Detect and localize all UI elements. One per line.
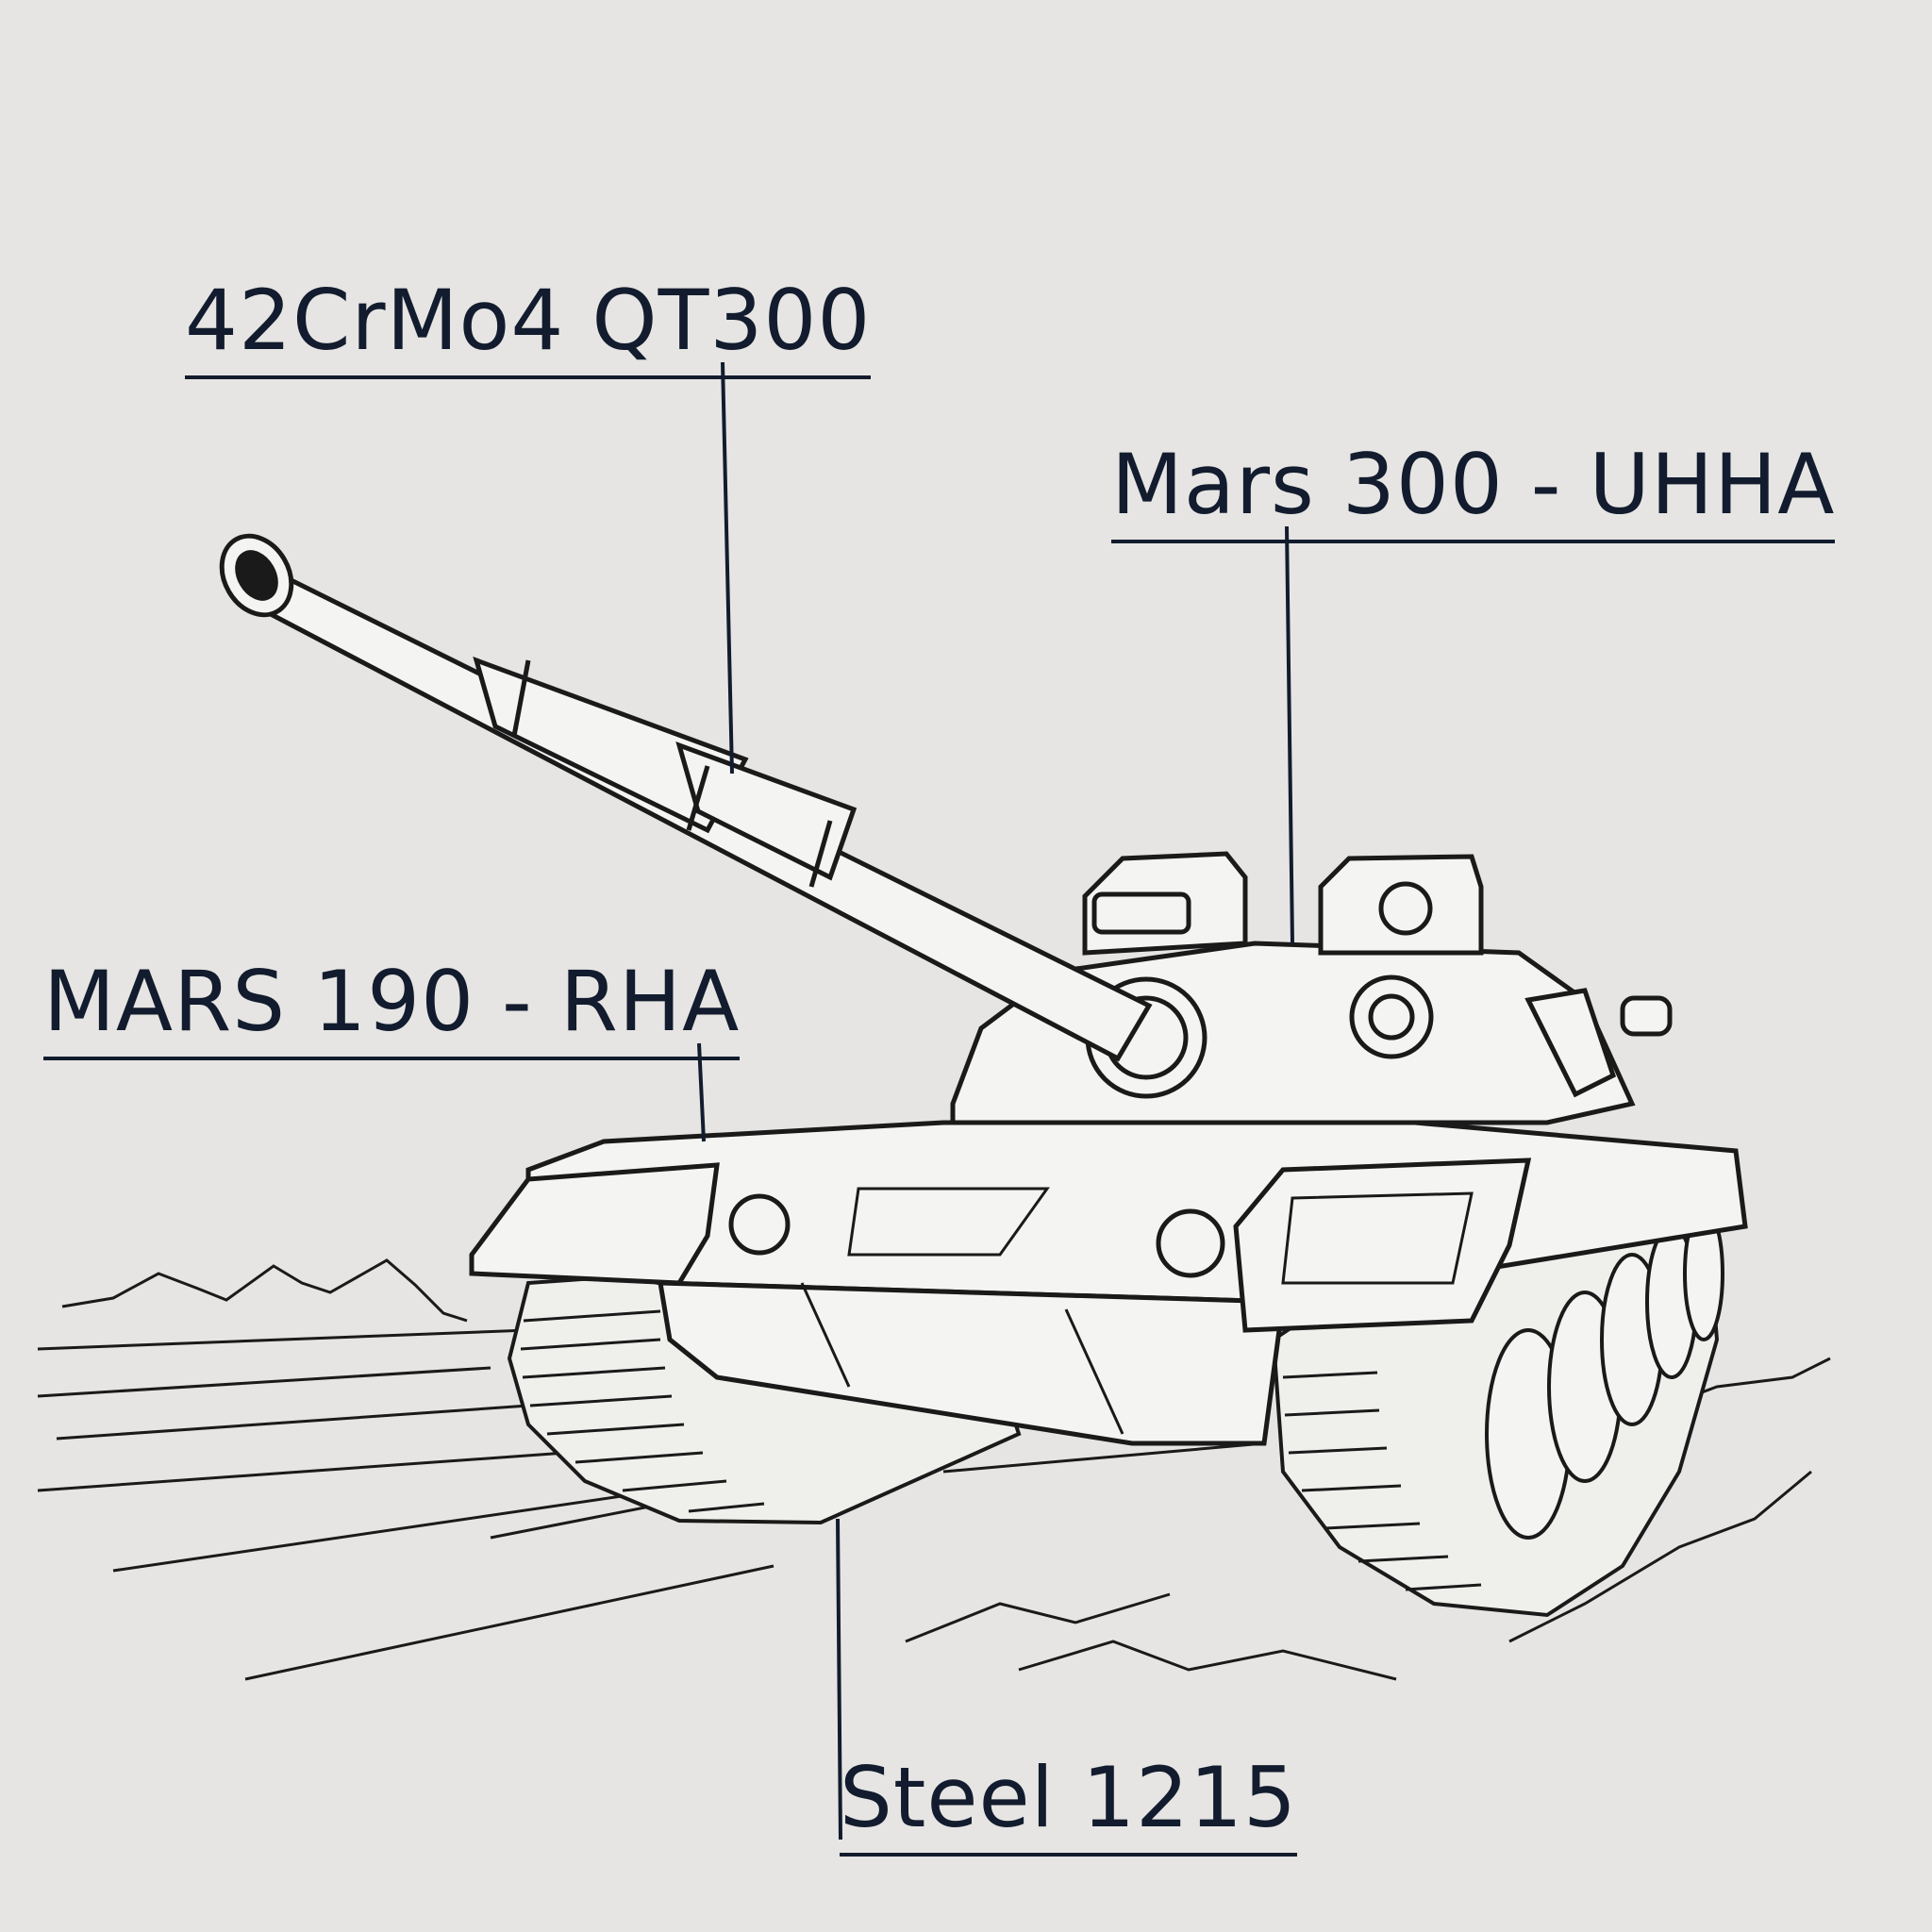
ground-line bbox=[906, 1594, 1170, 1641]
headlight bbox=[1158, 1211, 1223, 1275]
label-barrel-material: 42CrMo4 QT300 bbox=[185, 279, 871, 379]
label-hull-material: MARS 190 - RHA bbox=[43, 960, 740, 1060]
ground-line bbox=[57, 1406, 528, 1439]
rear-bracket bbox=[1623, 998, 1670, 1034]
ground-line bbox=[245, 1566, 774, 1679]
ground-line bbox=[38, 1453, 566, 1491]
headlight bbox=[731, 1196, 788, 1253]
periscope bbox=[1381, 884, 1430, 933]
ground-line bbox=[38, 1330, 528, 1349]
vision-block bbox=[1094, 894, 1189, 932]
leader-line-barrel bbox=[723, 362, 732, 774]
label-track-material: Steel 1215 bbox=[840, 1757, 1297, 1857]
ground-line bbox=[113, 1491, 660, 1571]
left-fender bbox=[472, 1165, 717, 1283]
ground-line bbox=[1019, 1641, 1396, 1679]
leader-line-turret bbox=[1287, 526, 1292, 943]
ground-line bbox=[38, 1368, 491, 1396]
label-turret-material: Mars 300 - UHHA bbox=[1111, 443, 1835, 543]
mountain-range bbox=[62, 1260, 467, 1321]
sight-port bbox=[1371, 996, 1412, 1038]
